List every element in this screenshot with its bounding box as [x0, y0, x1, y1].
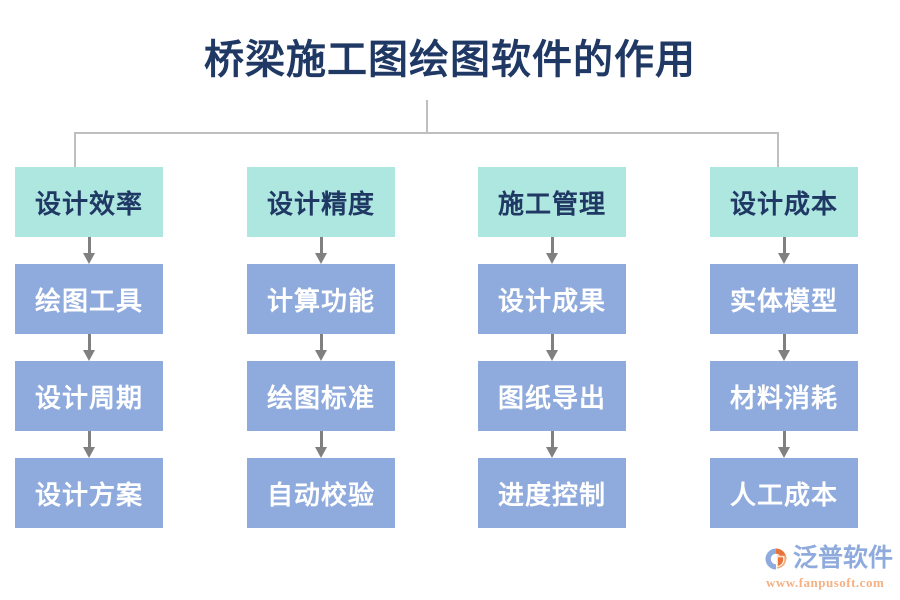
connector-drop-left — [74, 132, 76, 167]
column-item-box-1-2[interactable]: 设计周期 — [15, 361, 163, 431]
column-item-box-4-1[interactable]: 实体模型 — [710, 264, 858, 334]
diagram-column-4: 设计成本 实体模型 材料消耗 人工成本 — [710, 167, 858, 528]
arrow-down-icon — [247, 334, 395, 361]
connector-drop-right — [777, 132, 779, 167]
arrow-down-icon — [247, 431, 395, 458]
logo-company-name: 泛普软件 — [793, 545, 894, 572]
connector-horizontal-bar — [74, 132, 779, 134]
arrow-down-icon — [15, 334, 163, 361]
column-item-box-1-3[interactable]: 设计方案 — [15, 458, 163, 528]
logo-website-url: www.fanpusoft.com — [766, 575, 885, 590]
column-item-box-2-1[interactable]: 计算功能 — [247, 264, 395, 334]
connector-stem — [426, 100, 428, 134]
column-header-box-2[interactable]: 设计精度 — [247, 167, 395, 237]
column-header-box-4[interactable]: 设计成本 — [710, 167, 858, 237]
arrow-down-icon — [247, 237, 395, 264]
arrow-down-icon — [710, 237, 858, 264]
arrow-down-icon — [15, 237, 163, 264]
arrow-down-icon — [15, 431, 163, 458]
arrow-down-icon — [478, 237, 626, 264]
arrow-down-icon — [478, 334, 626, 361]
page-title: 桥梁施工图绘图软件的作用 — [204, 37, 696, 82]
diagram-column-1: 设计效率 绘图工具 设计周期 设计方案 — [15, 167, 163, 528]
column-item-box-1-1[interactable]: 绘图工具 — [15, 264, 163, 334]
column-item-box-4-3[interactable]: 人工成本 — [710, 458, 858, 528]
column-header-box-3[interactable]: 施工管理 — [478, 167, 626, 237]
column-item-box-3-1[interactable]: 设计成果 — [478, 264, 626, 334]
column-item-box-3-3[interactable]: 进度控制 — [478, 458, 626, 528]
fanpu-logo-mark-icon — [762, 545, 790, 573]
column-item-box-2-2[interactable]: 绘图标准 — [247, 361, 395, 431]
column-header-box-1[interactable]: 设计效率 — [15, 167, 163, 237]
arrow-down-icon — [710, 334, 858, 361]
diagram-column-3: 施工管理 设计成果 图纸导出 进度控制 — [478, 167, 626, 528]
column-item-box-2-3[interactable]: 自动校验 — [247, 458, 395, 528]
company-logo: 泛普软件 www.fanpusoft.com — [762, 544, 894, 592]
column-item-box-3-2[interactable]: 图纸导出 — [478, 361, 626, 431]
column-item-box-4-2[interactable]: 材料消耗 — [710, 361, 858, 431]
arrow-down-icon — [710, 431, 858, 458]
arrow-down-icon — [478, 431, 626, 458]
diagram-column-2: 设计精度 计算功能 绘图标准 自动校验 — [247, 167, 395, 528]
